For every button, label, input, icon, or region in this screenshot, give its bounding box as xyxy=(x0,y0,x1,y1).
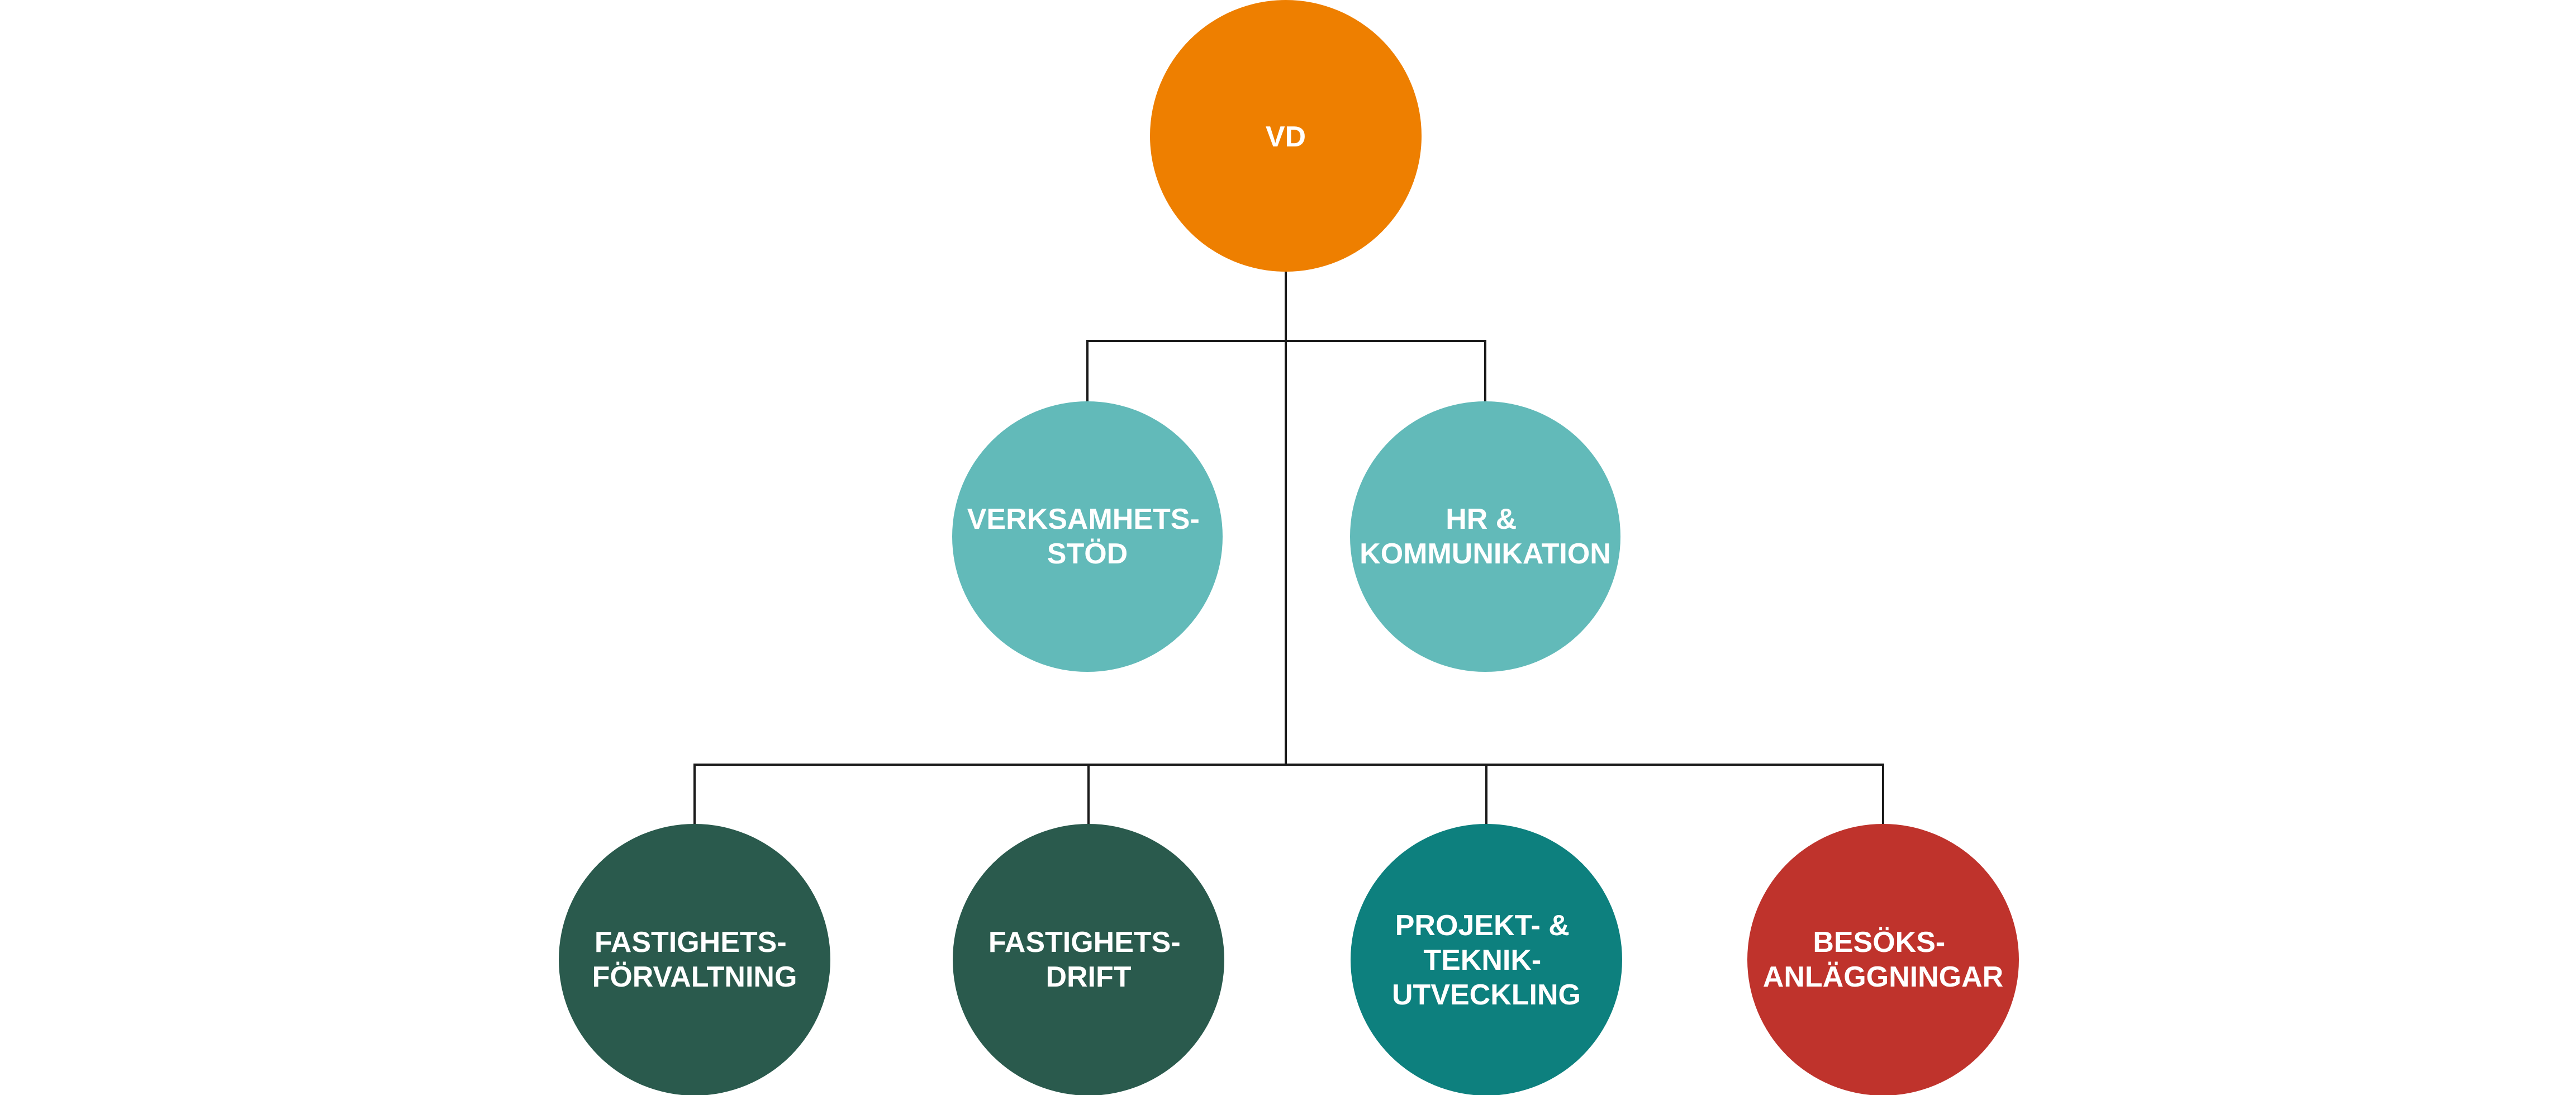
node-label-line: KOMMUNIKATION xyxy=(1360,538,1611,570)
node-label-line: DRIFT xyxy=(1045,961,1131,993)
node-label-line: TEKNIK- xyxy=(1423,944,1541,977)
node-circle-projekt-teknikutveckling[interactable] xyxy=(1351,824,1622,1095)
node-label-line: PROJEKT- & xyxy=(1395,909,1570,942)
node-circle-fastighetsdrift[interactable] xyxy=(953,824,1224,1095)
node-projekt-teknikutveckling[interactable]: PROJEKT- & TEKNIK- UTVECKLING xyxy=(1351,824,1622,1095)
connector-lines xyxy=(693,272,1884,826)
node-label-line: ANLÄGGNINGAR xyxy=(1763,961,2003,993)
node-label-line: BESÖKS- xyxy=(1813,926,1945,959)
node-verksamhetsstod[interactable]: VERKSAMHETS- STÖD xyxy=(952,401,1223,672)
node-label-line: FASTIGHETS- xyxy=(988,926,1181,959)
node-label-line: HR & xyxy=(1446,503,1517,535)
node-label-projekt-teknikutveckling: PROJEKT- & TEKNIK- UTVECKLING xyxy=(1392,909,1581,1011)
node-label-line: VD xyxy=(1266,121,1306,153)
node-label-hr-kommunikation: HR & KOMMUNIKATION xyxy=(1360,503,1611,570)
node-circle-verksamhetsstod[interactable] xyxy=(952,401,1223,672)
node-circle-fastighetsforvaltning[interactable] xyxy=(559,824,830,1095)
node-circle-vd[interactable] xyxy=(1150,0,1422,272)
node-label-line: FÖRVALTNING xyxy=(592,961,797,993)
node-hr-kommunikation[interactable]: HR & KOMMUNIKATION xyxy=(1350,401,1620,672)
node-label-fastighetsdrift: FASTIGHETS- DRIFT xyxy=(988,926,1189,993)
node-circle-besoksanlaggningar[interactable] xyxy=(1747,824,2019,1095)
node-label-line: STÖD xyxy=(1047,538,1128,570)
node-besoksanlaggningar[interactable]: BESÖKS- ANLÄGGNINGAR xyxy=(1747,824,2019,1095)
node-label-line: VERKSAMHETS- xyxy=(967,503,1200,535)
node-label-line: UTVECKLING xyxy=(1392,979,1581,1011)
node-label-verksamhetsstod: VERKSAMHETS- STÖD xyxy=(967,503,1208,570)
node-vd[interactable]: VD xyxy=(1150,0,1422,272)
node-fastighetsdrift[interactable]: FASTIGHETS- DRIFT xyxy=(953,824,1224,1095)
node-circle-hr-kommunikation[interactable] xyxy=(1350,401,1620,672)
node-label-vd: VD xyxy=(1266,121,1306,153)
node-label-line: FASTIGHETS- xyxy=(595,926,787,959)
node-label-fastighetsforvaltning: FASTIGHETS- FÖRVALTNING xyxy=(592,926,797,993)
node-fastighetsforvaltning[interactable]: FASTIGHETS- FÖRVALTNING xyxy=(559,824,830,1095)
node-label-besoksanlaggningar: BESÖKS- ANLÄGGNINGAR xyxy=(1763,926,2003,993)
